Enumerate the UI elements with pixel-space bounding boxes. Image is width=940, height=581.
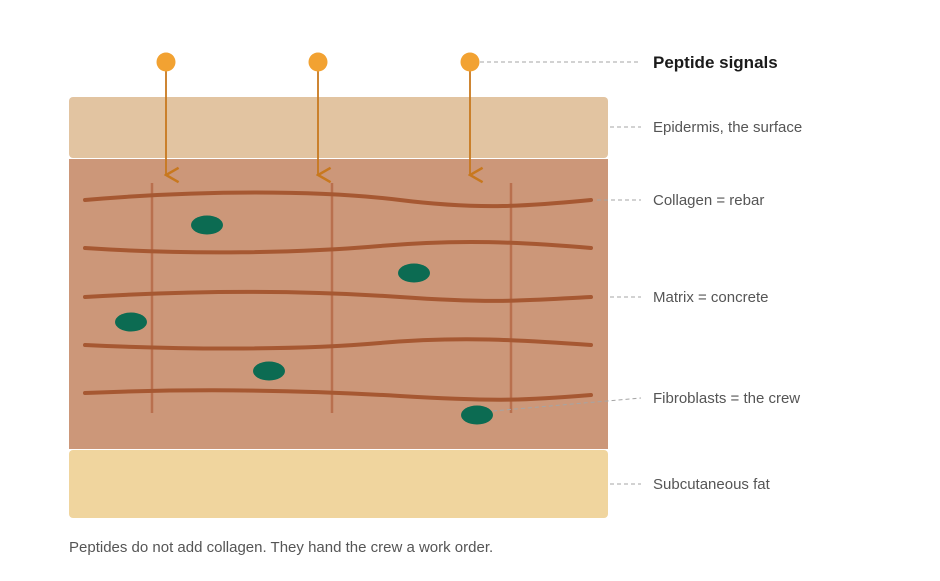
collagen-fiber bbox=[83, 190, 593, 209]
fibroblast-cell bbox=[398, 263, 430, 283]
caption: Peptides do not add collagen. They hand … bbox=[69, 539, 494, 556]
fibroblasts-label: Fibroblasts = the crew bbox=[653, 390, 800, 407]
peptide-dot bbox=[460, 52, 480, 72]
peptide-dot bbox=[156, 52, 176, 72]
collagen-fibers bbox=[83, 190, 593, 402]
epidermis-label: Epidermis, the surface bbox=[653, 119, 802, 136]
peptide-dots bbox=[156, 52, 480, 72]
collagen-fiber bbox=[83, 239, 593, 255]
collagen-fiber bbox=[83, 289, 593, 303]
subcutaneous-layer bbox=[69, 450, 608, 518]
subcutaneous-label: Subcutaneous fat bbox=[653, 476, 771, 493]
collagen-label: Collagen = rebar bbox=[653, 192, 764, 209]
vertical-fibers bbox=[150, 183, 513, 413]
epidermis-layer bbox=[69, 97, 608, 158]
peptide-arrows bbox=[166, 70, 470, 175]
collagen-fiber bbox=[83, 337, 593, 351]
fibroblast-cell bbox=[253, 361, 285, 381]
leader-line bbox=[492, 397, 642, 412]
peptide-signals-label: Peptide signals bbox=[653, 53, 778, 72]
collagen-fiber bbox=[83, 388, 593, 402]
fibroblast-cell bbox=[115, 312, 147, 332]
leader-lines bbox=[480, 61, 642, 485]
fibroblast-cell bbox=[191, 215, 223, 235]
matrix-label: Matrix = concrete bbox=[653, 289, 768, 306]
peptide-dot bbox=[308, 52, 328, 72]
fibroblast-cell bbox=[461, 405, 493, 425]
dermis-layer bbox=[69, 159, 608, 449]
fibroblasts bbox=[115, 215, 493, 425]
